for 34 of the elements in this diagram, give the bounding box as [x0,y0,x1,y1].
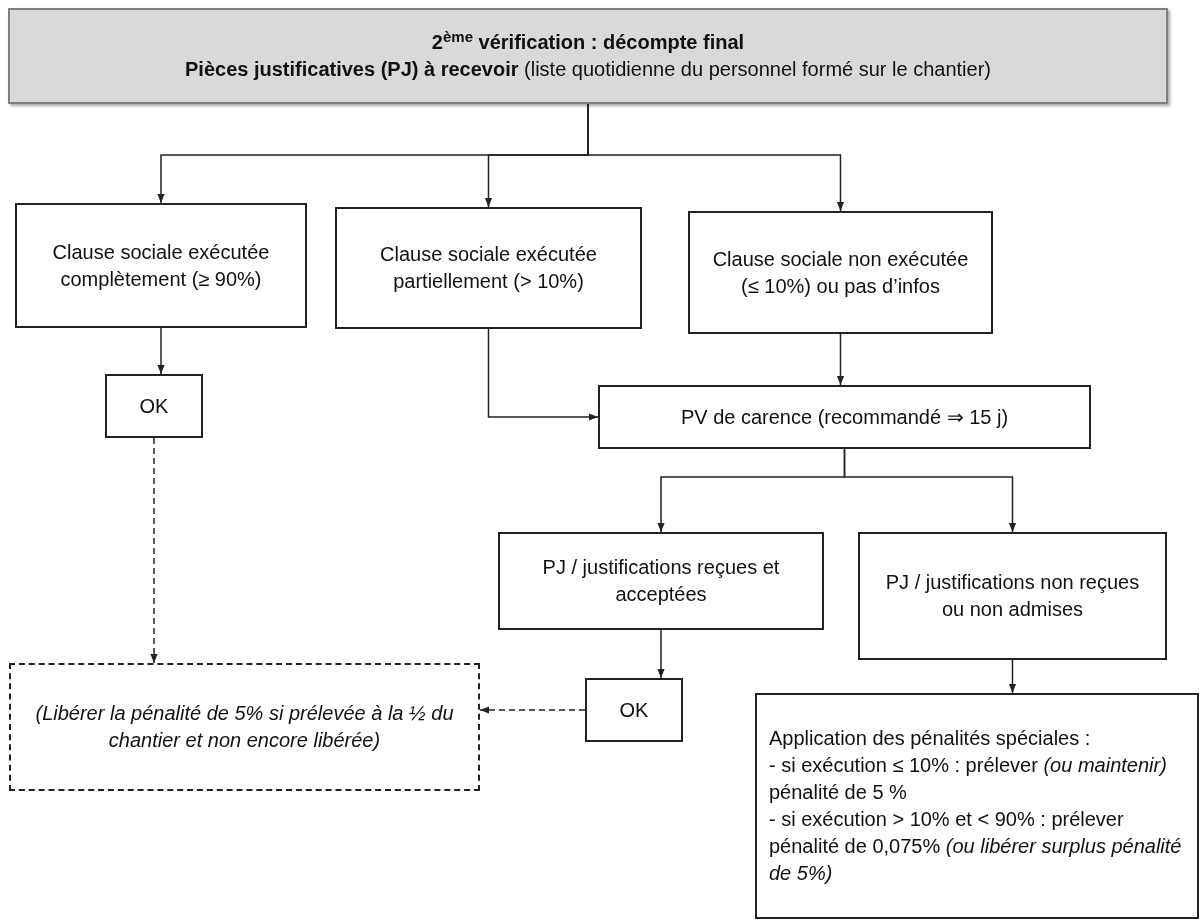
arrow [836,333,845,386]
node-text: Clause sociale non exécutée (≤ 10%) ou pas d’infos [711,246,970,299]
process-box [688,211,993,334]
arrow [157,327,165,375]
arrow [657,629,665,679]
note-box [9,663,480,791]
node-text: OK [619,697,649,723]
arrow [150,437,158,664]
arrow [487,328,599,421]
node-text: (Libérer la pénalité de 5% si prélevée à la ½ du chantier et non encore libérée) [34,701,455,753]
node-text: PV de carence (recommandé ⇒ 15 j) [680,404,1009,430]
node-text: PJ / justifications reçues et acceptées [541,555,781,607]
process-box [858,532,1167,660]
process-box [335,207,642,329]
process-box [105,374,203,438]
penalty-box [755,693,1199,919]
node-text: PJ / justifications non reçues ou non admises [884,570,1141,622]
process-box [585,678,683,742]
header-box [8,8,1168,104]
process-box [498,532,824,630]
arrow [587,103,845,212]
node-text: Clause sociale exécutée partiellement (> 10%) [379,242,598,294]
arrow [479,706,586,714]
node-text: Clause sociale exécutée complètement (≥ 90%) [51,239,271,292]
process-box [598,385,1091,449]
node-text: OK [139,393,169,419]
node-text: - si exécution ≤ 10% : prélever (ou maintenir) pénalité de 5 % [769,753,1168,805]
process-box [15,203,307,328]
node-text: Application des pénalités spéciales : [769,726,1091,751]
title-text: 2$^{ème}$ vérification : décompte final [431,29,745,55]
arrow [1008,659,1017,694]
node-text: - si exécution > 10% et < 90% : prélever pénalité de 0,075% (ou libérer surplus pénalité de 5%) [769,807,1183,886]
node-text: Pièces justificatives (PJ) à recevoir (liste quotidienne du personnel formé sur le chantier) [185,57,991,82]
arrow [843,448,1017,533]
